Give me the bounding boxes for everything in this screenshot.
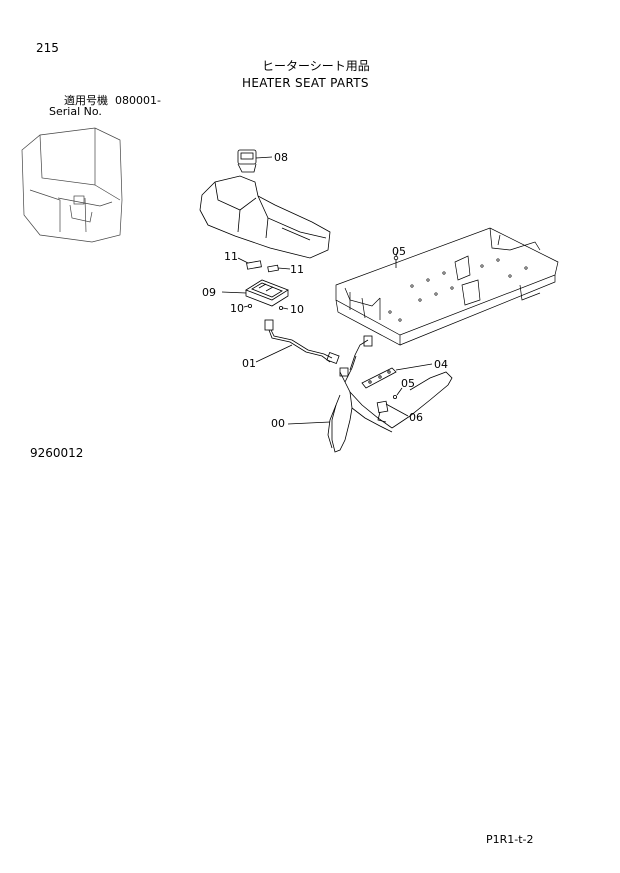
- callout-11-right: 11: [290, 263, 304, 276]
- clamp-part-06: [376, 400, 409, 423]
- screw-part-10: [243, 303, 289, 310]
- callout-08: 08: [274, 151, 288, 164]
- callout-10-left: 10: [230, 302, 244, 315]
- serial-applicability: 適用号機 080001-: [64, 95, 161, 106]
- drawing-number: 9260012: [30, 446, 84, 460]
- callout-06: 06: [409, 411, 423, 424]
- callout-11-left: 11: [224, 250, 238, 263]
- heater-switch-part-08: [237, 149, 273, 173]
- page-number: 215: [36, 41, 59, 55]
- clip-part-11: [237, 257, 291, 273]
- page-code: P1R1-t-2: [486, 833, 534, 846]
- callout-05-upper: 05: [392, 245, 406, 258]
- cab-outline: [21, 127, 123, 243]
- callout-01: 01: [242, 357, 256, 370]
- callout-09: 09: [202, 286, 216, 299]
- harness-part-01: [255, 319, 340, 364]
- cab-floor-frame: [335, 227, 559, 346]
- console-housing: [199, 175, 331, 259]
- callout-04: 04: [434, 358, 448, 371]
- switch-panel-part-09: [221, 279, 289, 307]
- serial-label-japanese: 適用号機: [64, 94, 108, 107]
- serial-label: Serial No.: [49, 105, 102, 118]
- page-title-japanese: ヒーターシート用品: [262, 59, 370, 73]
- screw-part-05-upper: [393, 249, 399, 268]
- callout-05-lower: 05: [401, 377, 415, 390]
- callout-00: 00: [271, 417, 285, 430]
- callout-10-right: 10: [290, 303, 304, 316]
- screw-part-05-lower: [392, 387, 403, 399]
- bracket-part-04: [361, 363, 433, 389]
- seat-heater-harness-part-00: [287, 335, 453, 453]
- page-title: HEATER SEAT PARTS: [242, 76, 369, 90]
- serial-range: 080001-: [115, 94, 161, 107]
